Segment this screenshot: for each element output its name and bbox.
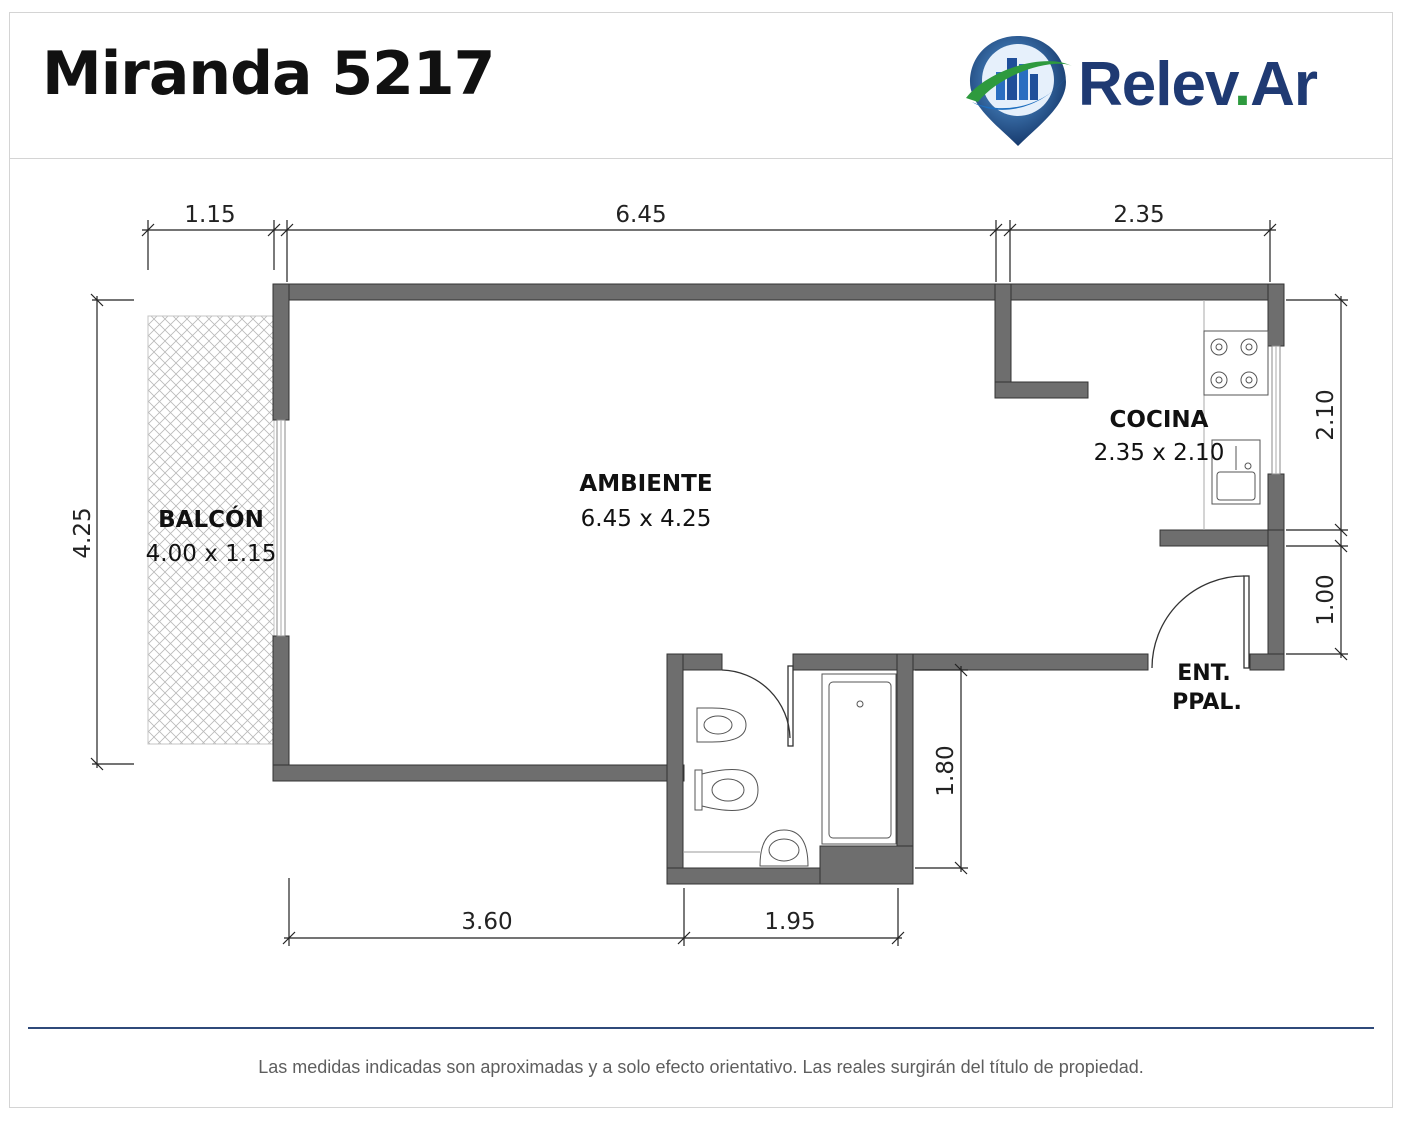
dimension-lines: [90, 220, 1348, 946]
dim-top-balcony: 1.15: [184, 202, 235, 228]
wall-bath-block: [819, 845, 914, 885]
wall-ambiente-bottom: [792, 653, 1149, 671]
room-name-balcon: BALCÓN: [158, 505, 264, 533]
bathroom-door-leaf: [787, 665, 794, 747]
room-size-balcon: 4.00 x 1.15: [146, 541, 277, 567]
logo-text: Relev.Ar: [1078, 50, 1318, 120]
washbasin-icon: [759, 829, 809, 867]
dim-bottom-bathroom: 1.95: [764, 909, 815, 935]
dim-top-kitchen: 2.35: [1113, 202, 1164, 228]
map-pin-buildings-icon: [966, 36, 1072, 146]
doors: [721, 575, 1250, 747]
entrance-door-swing: [1151, 575, 1245, 669]
footer-divider: [28, 1027, 1374, 1029]
kitchen-sink-icon: [1211, 439, 1261, 505]
stove-icon: [1203, 330, 1269, 396]
entrance-door-leaf: [1243, 575, 1250, 669]
wall-left-lower: [272, 635, 290, 782]
entrance-label-line1: ENT.: [1177, 661, 1230, 686]
kitchen-fixtures: [1203, 300, 1269, 530]
dim-bathroom: 1.80: [933, 745, 959, 796]
room-size-ambiente: 6.45 x 4.25: [581, 506, 712, 532]
bathroom-door-swing: [721, 669, 791, 739]
room-name-cocina: COCINA: [1110, 407, 1209, 433]
wall-entrance-jamb: [1249, 653, 1285, 671]
wall-kitchen-bottom: [1159, 529, 1285, 547]
walls: [272, 283, 1285, 885]
wall-right-upper: [1267, 283, 1285, 347]
wall-bath-left: [666, 653, 684, 885]
dim-right-kitchen: 2.10: [1313, 389, 1339, 440]
page-frame: [9, 12, 1393, 1108]
windows: [276, 345, 1281, 637]
balcony-area: [147, 315, 275, 745]
wall-entrance-right: [1267, 529, 1285, 671]
wall-kitchen-stub: [994, 381, 1089, 399]
bidet-icon: [696, 707, 747, 743]
dim-top-ambiente: 6.45: [615, 202, 666, 228]
dim-right-entrance: 1.00: [1313, 574, 1339, 625]
toilet-icon: [701, 769, 759, 811]
wall-top: [272, 283, 1285, 301]
wall-left-upper: [272, 283, 290, 421]
dim-bottom-left: 3.60: [461, 909, 512, 935]
wall-kitchen-divider: [994, 283, 1012, 399]
bathroom-fixtures: [683, 673, 897, 867]
bathtub-icon: [821, 673, 897, 845]
page-title: Miranda 5217: [42, 39, 495, 109]
logo-text-part2: Ar: [1250, 50, 1318, 119]
header-divider: [10, 158, 1392, 159]
dim-left-height: 4.25: [70, 507, 96, 558]
room-name-ambiente: AMBIENTE: [579, 471, 712, 497]
logo-text-part1: Relev: [1078, 50, 1235, 119]
disclaimer-text: Las medidas indicadas son aproximadas y …: [258, 1057, 1144, 1077]
room-size-cocina: 2.35 x 2.10: [1094, 440, 1225, 466]
logo-text-dot: .: [1233, 50, 1251, 119]
entrance-label-line2: PPAL.: [1172, 690, 1242, 715]
wall-bottom-left: [272, 764, 685, 782]
